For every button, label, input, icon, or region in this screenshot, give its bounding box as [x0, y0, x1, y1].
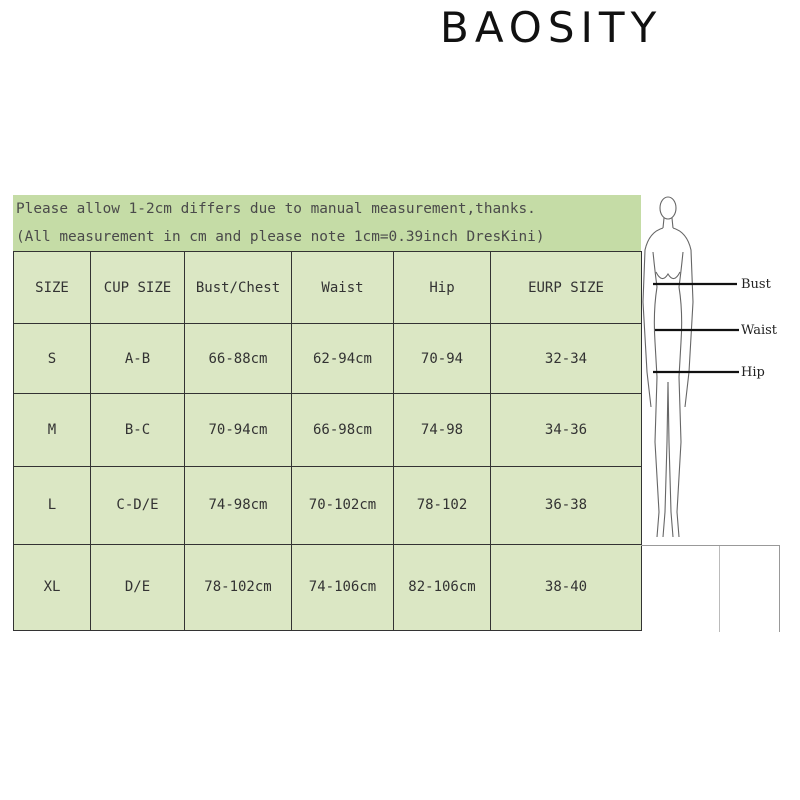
header-hip: Hip [393, 250, 491, 325]
brand-logo: BAOSITY [440, 3, 663, 52]
table-row: M B-C 70-94cm 66-98cm 74-98 34-36 [13, 393, 642, 467]
cell-eurp: 36-38 [490, 465, 642, 545]
cell-hip: 70-94 [393, 323, 491, 395]
table-row: S A-B 66-88cm 62-94cm 70-94 32-34 [13, 323, 642, 395]
header-waist: Waist [291, 250, 394, 325]
table-row: L C-D/E 74-98cm 70-102cm 78-102 36-38 [13, 465, 642, 545]
cell-size: M [13, 393, 91, 467]
size-table: SIZE CUP SIZE Bust/Chest Waist Hip EURP … [13, 250, 642, 632]
cell-eurp: 38-40 [490, 543, 642, 632]
cell-hip: 82-106cm [393, 543, 491, 632]
empty-grid-cells [641, 545, 780, 632]
cell-eurp: 32-34 [490, 323, 642, 395]
cell-eurp: 34-36 [490, 393, 642, 467]
size-chart: Please allow 1-2cm differs due to manual… [13, 195, 642, 632]
hip-label: Hip [741, 365, 765, 380]
cell-hip: 78-102 [393, 465, 491, 545]
bust-label: Bust [741, 277, 772, 292]
cell-hip: 74-98 [393, 393, 491, 467]
body-outline-icon: Bust Waist Hip [642, 196, 778, 538]
unit-note: (All measurement in cm and please note 1… [13, 224, 641, 251]
header-bust: Bust/Chest [184, 250, 292, 325]
cell-cup: C-D/E [90, 465, 185, 545]
body-measurement-figure: Bust Waist Hip [641, 192, 780, 545]
table-row: XL D/E 78-102cm 74-106cm 82-106cm 38-40 [13, 543, 642, 632]
measurement-note: Please allow 1-2cm differs due to manual… [13, 195, 641, 224]
cell-bust: 74-98cm [184, 465, 292, 545]
cell-size: XL [13, 543, 91, 632]
cell-cup: A-B [90, 323, 185, 395]
cell-bust: 70-94cm [184, 393, 292, 467]
grid-divider [719, 546, 720, 632]
cell-bust: 78-102cm [184, 543, 292, 632]
cell-cup: B-C [90, 393, 185, 467]
cell-cup: D/E [90, 543, 185, 632]
header-row: SIZE CUP SIZE Bust/Chest Waist Hip EURP … [13, 250, 642, 325]
cell-bust: 66-88cm [184, 323, 292, 395]
cell-waist: 74-106cm [291, 543, 394, 632]
cell-waist: 66-98cm [291, 393, 394, 467]
waist-label: Waist [741, 323, 778, 338]
cell-size: S [13, 323, 91, 395]
cell-size: L [13, 465, 91, 545]
cell-waist: 70-102cm [291, 465, 394, 545]
header-cup-size: CUP SIZE [90, 250, 185, 325]
header-eurp-size: EURP SIZE [490, 250, 642, 325]
header-size: SIZE [13, 250, 91, 325]
cell-waist: 62-94cm [291, 323, 394, 395]
